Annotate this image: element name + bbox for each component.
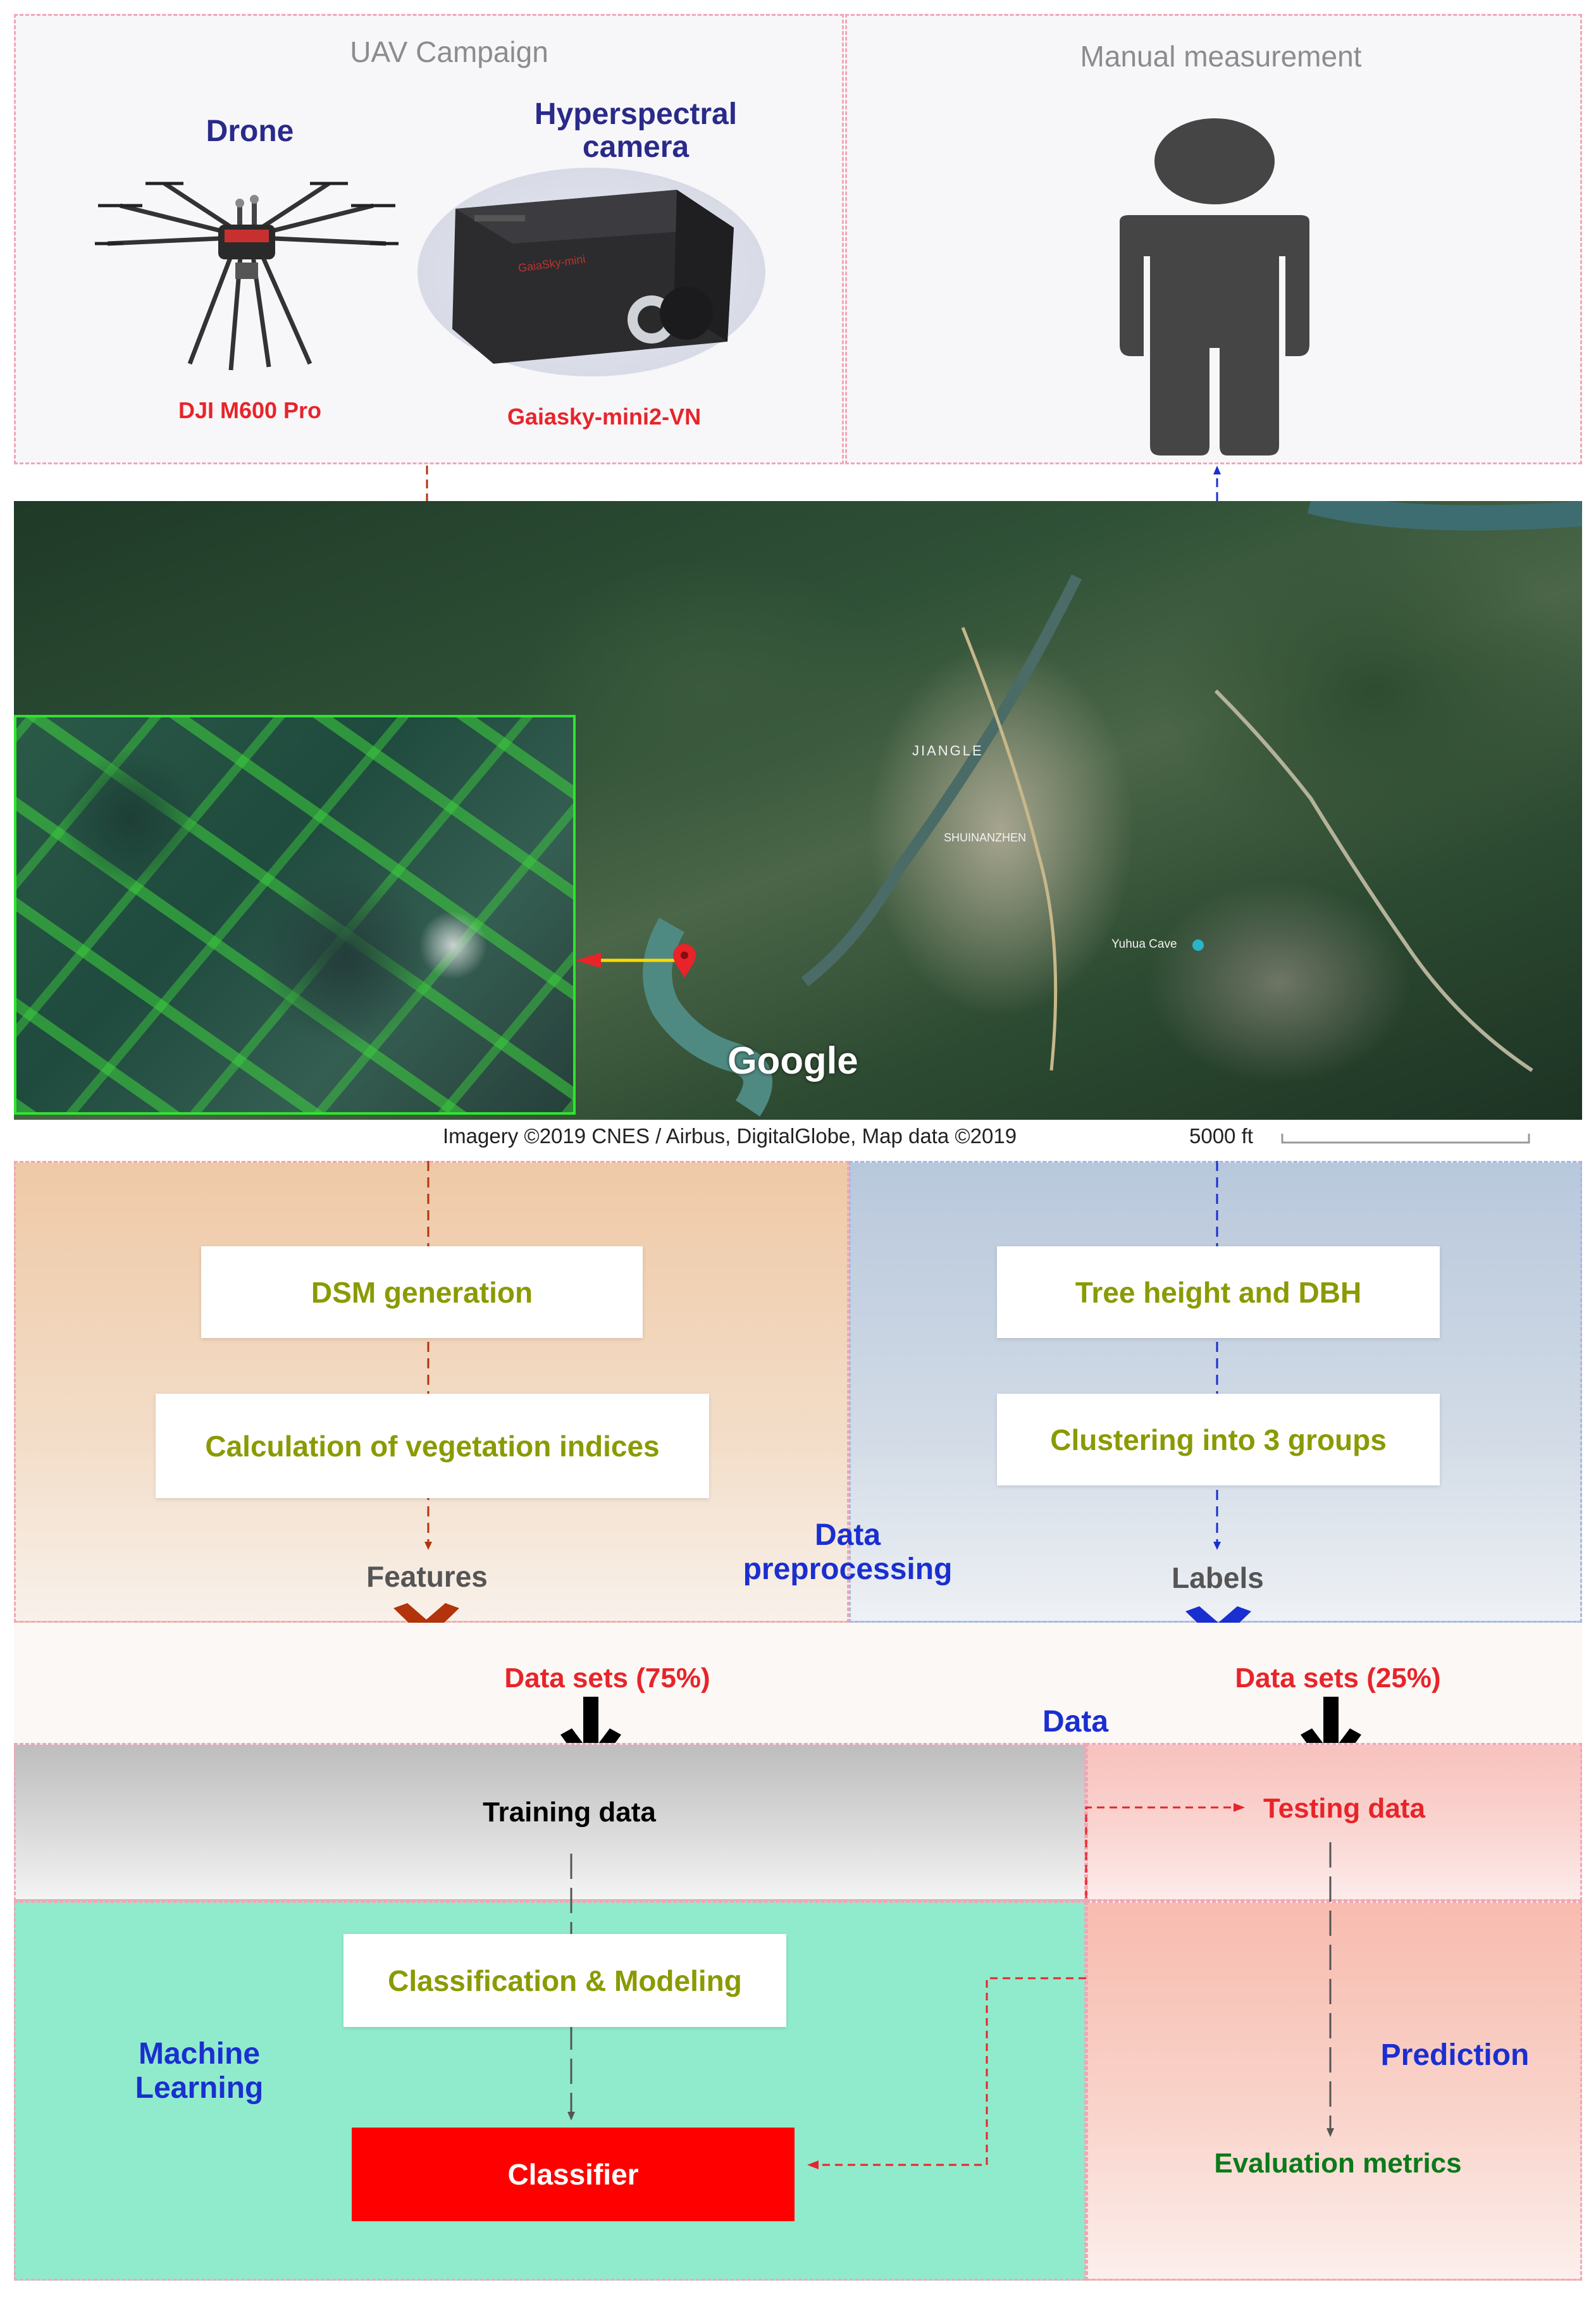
map-attribution: Imagery ©2019 CNES / Airbus, DigitalGlob… xyxy=(443,1124,1017,1148)
data-preprocessing-label: Data preprocessing xyxy=(743,1518,953,1586)
uav-campaign-title: UAV Campaign xyxy=(350,35,548,68)
hyperspectral-camera-icon: GaiaSky-mini xyxy=(452,190,734,364)
training-flow-line xyxy=(567,1854,575,2121)
prediction-panel xyxy=(1086,1901,1582,2281)
train-data-sets-label: Data sets (75%) xyxy=(504,1663,710,1694)
map-place-jiangle: JIANGLE xyxy=(912,743,984,759)
river xyxy=(643,501,1582,1117)
cave-marker-icon xyxy=(1192,939,1204,951)
evaluation-metrics-label: Evaluation metrics xyxy=(1214,2148,1462,2179)
testing-to-classifier-arrow xyxy=(807,1977,1086,2169)
map-place-yuhua-cave: Yuhua Cave xyxy=(1111,938,1177,951)
location-marker-icon[interactable] xyxy=(672,944,697,979)
features-label: Features xyxy=(366,1560,488,1593)
map-scale-label: 5000 ft xyxy=(1189,1124,1253,1148)
inset-pointer-arrow xyxy=(576,953,683,968)
camera-label: Hyperspectral camera xyxy=(534,97,738,164)
camera-model: Gaiasky-mini2-VN xyxy=(507,404,702,430)
data-split-panel xyxy=(14,1623,1582,1743)
training-data-band xyxy=(14,1743,1086,1901)
tree-height-dbh-box: Tree height and DBH xyxy=(997,1246,1440,1338)
manual-measurement-title: Manual measurement xyxy=(1080,40,1362,73)
training-data-label: Training data xyxy=(483,1797,656,1828)
machine-learning-label: Machine Learning xyxy=(135,2037,264,2105)
testing-data-band xyxy=(1086,1743,1582,1901)
classifier-box[interactable]: Classifier xyxy=(352,2128,795,2221)
satellite-map[interactable]: JIANGLE SHUINANZHEN Yuhua Cave Google xyxy=(14,501,1582,1120)
dsm-generation-box: DSM generation xyxy=(201,1246,643,1338)
testing-data-label: Testing data xyxy=(1263,1793,1425,1824)
uav-to-map-connector xyxy=(426,466,428,501)
manual-to-map-connector xyxy=(1213,466,1221,501)
google-logo: Google xyxy=(727,1039,858,1082)
drone-model: DJI M600 Pro xyxy=(178,397,322,423)
drone-icon xyxy=(95,182,399,371)
uav-orthomosaic-inset xyxy=(14,715,576,1115)
vegetation-indices-box: Calculation of vegetation indices xyxy=(156,1394,709,1498)
test-data-sets-label: Data sets (25%) xyxy=(1235,1663,1441,1694)
features-down-chevron-icon xyxy=(393,1603,459,1640)
map-scale-bar xyxy=(1281,1134,1530,1144)
clustering-box: Clustering into 3 groups xyxy=(997,1394,1440,1485)
classification-modeling-box: Classification & Modeling xyxy=(343,1934,786,2027)
split-to-testing-arrow xyxy=(1085,1803,1245,1911)
labels-flow-line xyxy=(1213,1161,1221,1550)
map-place-shuinanzhen: SHUINANZHEN xyxy=(944,831,1027,844)
labels-label: Labels xyxy=(1172,1561,1264,1594)
features-panel xyxy=(14,1161,849,1623)
classifier-label: Classifier xyxy=(507,2158,639,2191)
person-icon xyxy=(1120,118,1309,455)
prediction-label: Prediction xyxy=(1380,2038,1530,2072)
testing-flow-line xyxy=(1327,1842,1334,2137)
drone-label: Drone xyxy=(206,115,294,148)
